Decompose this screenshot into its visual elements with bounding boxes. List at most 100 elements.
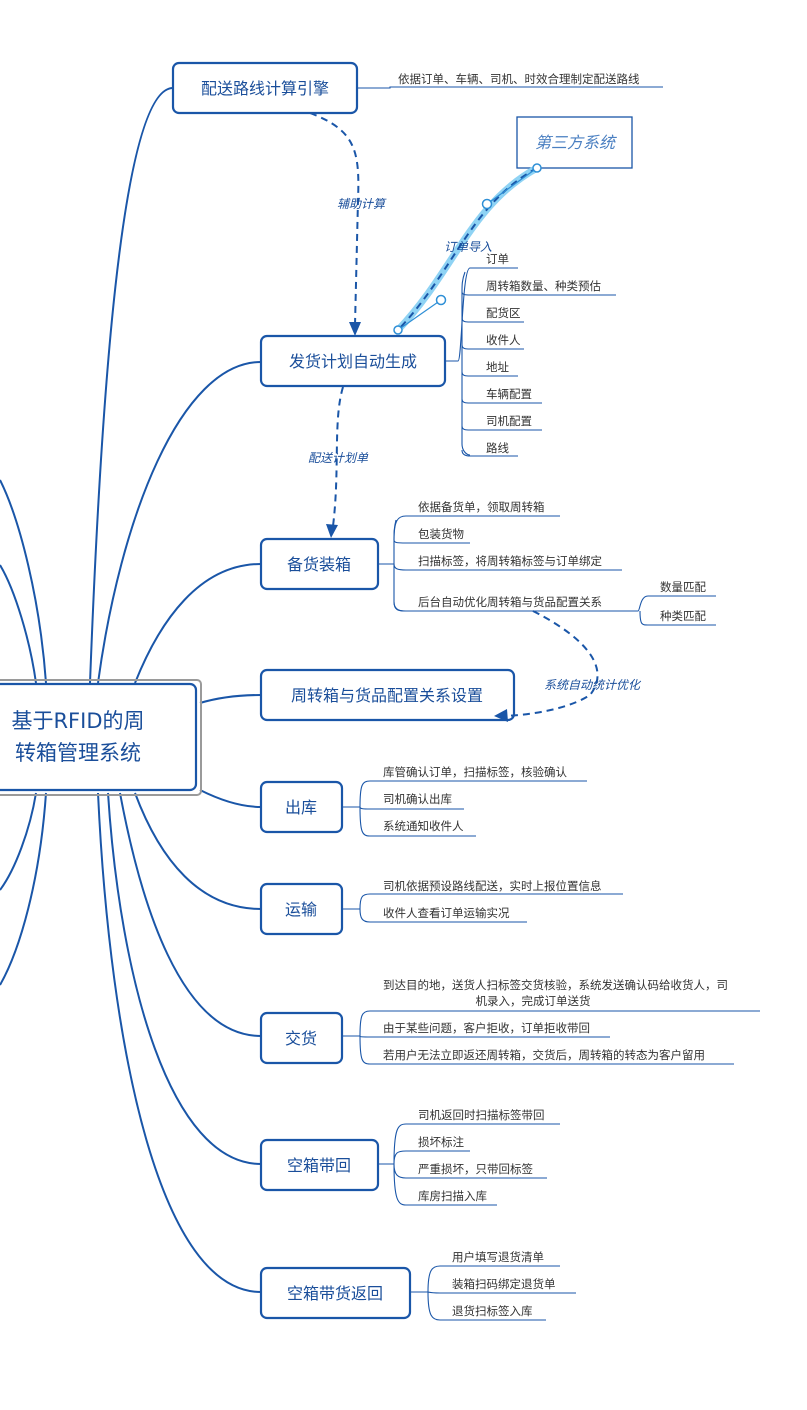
sub-leaf-spine [637,595,716,626]
branch-edges [0,87,262,1293]
leaf-line-plan-5 [461,398,542,404]
leaf-line-pack-0 [393,515,560,541]
central-topic[interactable]: 基于RFID的周 转箱管理系统 [0,679,202,796]
edge-delivery [119,792,262,1037]
leaf-er-3: 库房扫描入库 [418,1189,487,1203]
leaf-trans-1: 收件人查看订单运输实况 [383,906,510,920]
leaf-line-plan-0 [457,267,518,362]
topic-goods-return[interactable]: 空箱带货返回 [259,1266,412,1320]
transport-leaves: 司机依据预设路线配送，实时上报位置信息 收件人查看订单运输实况 [342,879,623,923]
edge-offscreen-2 [0,564,37,684]
relation-assist-calc-label: 辅助计算 [337,197,387,211]
edge-transport [134,792,262,910]
topic-config[interactable]: 周转箱与货品配置关系设置 [259,668,516,722]
topic-plan-gen[interactable]: 发货计划自动生成 [259,334,447,388]
relation-auto-optimize-line [504,610,599,717]
topic-transport[interactable]: 运输 [259,882,344,936]
leaf-er-0: 司机返回时扫描标签带回 [418,1108,545,1122]
edge-offscreen-3 [0,792,37,891]
leaf-line-pack-2 [393,563,622,571]
relation-assist-calc: 辅助计算 [309,112,387,336]
plan-gen-spine [445,271,471,456]
topic-empty-return-label: 空箱带回 [287,1156,351,1175]
control-handle-line [397,167,538,331]
relation-order-import-label: 订单导入 [444,240,492,254]
central-topic-box [0,682,198,792]
edge-offscreen-4 [0,792,47,986]
leaf-line-trans [342,893,623,923]
third-party-label: 第三方系统 [535,133,617,152]
topic-delivery-label: 交货 [285,1029,317,1048]
leaf-pack-2: 扫描标签，将周转箱标签与订单绑定 [418,554,602,568]
topic-delivery[interactable]: 交货 [259,1011,344,1065]
leaf-plan-3: 收件人 [486,333,521,347]
leaf-line-route [357,86,663,89]
edge-empty-return [107,792,262,1165]
leaf-out-1: 司机确认出库 [383,792,452,806]
edge-route-engine [89,87,174,684]
leaf-line-pack-3 [393,601,638,612]
leaf-pack-3: 后台自动优化周转箱与货品配置关系 [418,595,602,609]
packing-spine [378,519,405,612]
third-party-system[interactable]: 第三方系统 [516,116,633,169]
topic-transport-label: 运输 [285,900,317,919]
leaf-out-2: 系统通知收件人 [383,819,464,833]
packing-leaves: 依据备货单，领取周转箱 包装货物 扫描标签，将周转箱标签与订单绑定 后台自动优化… [378,500,716,626]
topic-packing-label: 备货装箱 [287,555,351,574]
topic-packing[interactable]: 备货装箱 [259,537,380,591]
leaf-del-0b: 机录入，完成订单送货 [476,994,591,1008]
edge-outbound [199,789,262,808]
relation-order-import-line [397,167,538,331]
leaf-plan-4: 地址 [486,360,509,374]
arrowhead-icon [349,322,361,336]
topic-goods-return-box [259,1266,412,1320]
relation-assist-calc-line [309,112,360,326]
leaf-trans-0: 司机依据预设路线配送，实时上报位置信息 [383,879,602,893]
leaf-line-plan-2 [461,317,524,323]
central-topic-line2: 转箱管理系统 [15,741,141,765]
topic-outbound-label: 出库 [285,798,317,817]
topic-goods-return-label: 空箱带货返回 [287,1284,383,1303]
goods-return-leaves: 用户填写退货清单 装箱扫码绑定退货单 退货扫标签入库 [410,1250,576,1321]
relation-delivery-plan: 配送计划单 [308,386,369,538]
central-topic-frame [0,679,202,796]
control-handle-icon[interactable] [481,198,493,210]
topic-route-engine-label: 配送路线计算引擎 [201,79,329,98]
control-handle-icon[interactable] [393,325,403,335]
leaf-line-gr [410,1265,576,1321]
control-handle-icon[interactable] [532,163,542,173]
leaf-line-del [342,1010,760,1065]
central-topic-line1: 基于RFID的周 [11,709,144,733]
leaf-plan-6: 司机配置 [486,414,532,428]
sub-leaf-0: 数量匹配 [660,580,706,594]
leaf-plan-2: 配货区 [486,306,521,320]
topic-empty-return-box [259,1138,380,1192]
leaf-route-0: 依据订单、车辆、司机、时效合理制定配送路线 [398,72,640,86]
leaf-gr-2: 退货扫标签入库 [452,1304,533,1318]
edge-offscreen-1 [0,479,47,684]
topic-route-engine[interactable]: 配送路线计算引擎 [171,61,359,115]
leaf-out-0: 库管确认订单，扫描标签，核验确认 [383,765,567,779]
leaf-pack-1: 包装货物 [418,527,464,541]
relation-order-import[interactable]: 订单导入 [393,163,542,335]
sub-leaf-1: 种类匹配 [660,609,706,623]
empty-return-leaves: 司机返回时扫描标签带回 损坏标注 严重损坏，只带回标签 库房扫描入库 [378,1108,560,1206]
leaf-del-2: 若用户无法立即返还周转箱，交货后，周转箱的转态为客户留用 [383,1048,705,1062]
edge-packing [134,563,262,684]
topic-empty-return[interactable]: 空箱带回 [259,1138,380,1192]
leaf-line-er [378,1123,560,1206]
topic-outbound[interactable]: 出库 [259,780,344,834]
third-party-box [516,116,633,169]
control-handle-icon[interactable] [435,294,447,306]
leaf-plan-1: 周转箱数量、种类预估 [486,279,601,293]
leaf-plan-7: 路线 [486,441,509,455]
edge-config [199,694,262,704]
leaf-plan-0: 订单 [486,252,509,266]
leaf-plan-5: 车辆配置 [486,387,532,401]
topic-config-label: 周转箱与货品配置关系设置 [291,686,483,705]
plan-gen-leaves: 订单 周转箱数量、种类预估 配货区 收件人 地址 车辆配置 司机配置 路线 [445,252,616,457]
leaf-line-plan-1 [461,291,616,296]
outbound-leaves: 库管确认订单，扫描标签，核验确认 司机确认出库 系统通知收件人 [342,765,587,837]
leaf-pack-0: 依据备货单，领取周转箱 [418,500,545,514]
